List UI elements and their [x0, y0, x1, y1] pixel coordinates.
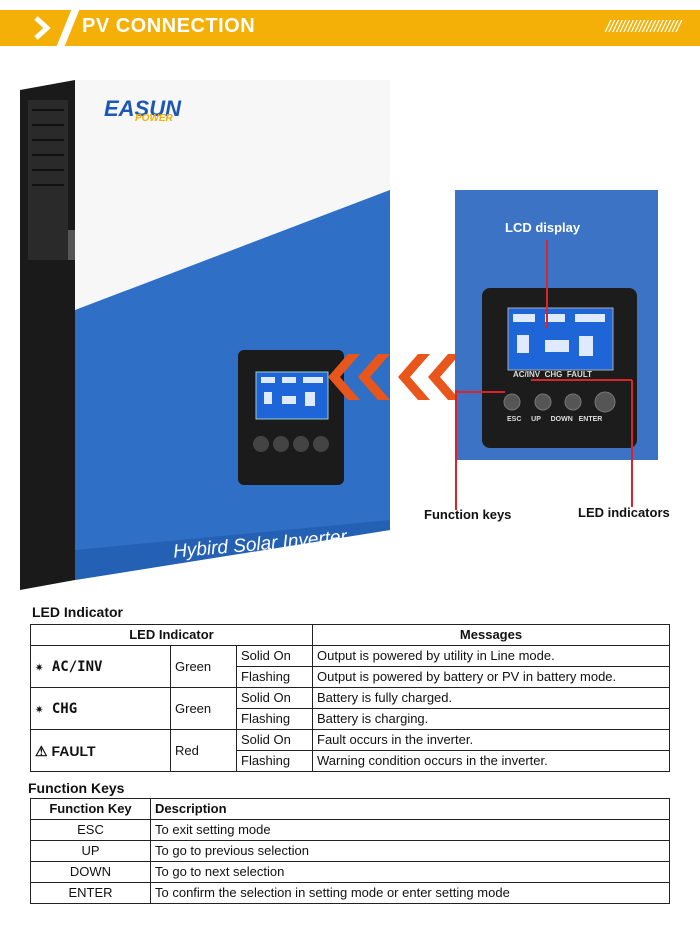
- page-title: PV CONNECTION: [82, 15, 256, 37]
- direction-arrows: [328, 354, 460, 400]
- led-state: Flashing: [236, 750, 313, 772]
- led-message: Battery is fully charged.: [312, 687, 670, 709]
- brand-logo: EASUN: [104, 96, 182, 121]
- led-state: Solid On: [236, 729, 313, 751]
- led-message: Battery is charging.: [312, 708, 670, 730]
- led-message: Output is powered by battery or PV in ba…: [312, 666, 670, 688]
- table-row: ⚠ FAULT Red Solid On Fault occurs in the…: [30, 729, 670, 772]
- inverter-illustration: [20, 80, 390, 590]
- function-description: To confirm the selection in setting mode…: [150, 882, 670, 904]
- led-indicators-callout: LED indicators: [578, 505, 670, 520]
- description-header: Description: [150, 798, 670, 820]
- led-message: Output is powered by utility in Line mod…: [312, 645, 670, 667]
- table-row: ✷ CHG Green Solid On Battery is fully ch…: [30, 687, 670, 730]
- zoom-led-labels: AC/INV CHG FAULT: [513, 370, 592, 379]
- table-row: ✷ AC/INV Green Solid On Output is powere…: [30, 645, 670, 688]
- led-header: LED Indicator: [30, 624, 313, 646]
- led-name-acinv: ✷ AC/INV: [30, 645, 171, 688]
- function-key: ESC: [30, 819, 151, 841]
- table-row: Flashing Warning condition occurs in the…: [31, 750, 670, 772]
- led-message: Warning condition occurs in the inverter…: [312, 750, 670, 772]
- led-state: Solid On: [236, 687, 313, 709]
- function-section-title: Function Keys: [28, 780, 125, 796]
- led-state: Flashing: [236, 708, 313, 730]
- brand-sub-logo: POWER: [135, 113, 173, 124]
- table-row: Flashing Output is powered by battery or…: [31, 666, 670, 688]
- led-color: Red: [170, 729, 237, 772]
- led-color: Green: [170, 687, 237, 730]
- function-key-header: Function Key: [30, 798, 151, 820]
- function-description: To go to previous selection: [150, 840, 670, 862]
- table-row: DOWN To go to next selection: [30, 861, 670, 883]
- function-description: To go to next selection: [150, 861, 670, 883]
- display-zoom-graphic: [455, 240, 637, 510]
- warning-triangle-icon: ⚠: [35, 742, 48, 759]
- table-row: ENTER To confirm the selection in settin…: [30, 882, 670, 904]
- function-key: UP: [30, 840, 151, 862]
- led-section-title: LED Indicator: [32, 604, 124, 620]
- led-state: Solid On: [236, 645, 313, 667]
- table-row: ESC To exit setting mode: [30, 819, 670, 841]
- table-header-row: LED Indicator Messages: [30, 624, 670, 646]
- display-zoom-panel: LCD display AC/INV CHG FAULT ESC UP DOWN…: [455, 190, 658, 510]
- led-indicator-table: LED Indicator Messages ✷ AC/INV Green So…: [30, 624, 670, 772]
- sun-icon: ✷: [35, 658, 44, 675]
- table-row: Flashing Battery is charging.: [31, 708, 670, 730]
- function-key: DOWN: [30, 861, 151, 883]
- led-message: Fault occurs in the inverter.: [312, 729, 670, 751]
- led-name-chg: ✷ CHG: [30, 687, 171, 730]
- function-description: To exit setting mode: [150, 819, 670, 841]
- function-keys-table: Function Key Description ESC To exit set…: [30, 798, 670, 904]
- function-keys-line: [455, 390, 457, 510]
- function-keys-callout: Function keys: [424, 507, 512, 522]
- table-row: UP To go to previous selection: [30, 840, 670, 862]
- header-banner: PV CONNECTION ////////////////////: [0, 10, 700, 46]
- messages-header: Messages: [312, 624, 670, 646]
- sun-icon: ✷: [35, 700, 44, 717]
- table-header-row: Function Key Description: [30, 798, 670, 820]
- led-line: [631, 380, 633, 507]
- banner-divider: [56, 10, 80, 46]
- led-color: Green: [170, 645, 237, 688]
- led-name-fault: ⚠ FAULT: [30, 729, 171, 772]
- banner-decoration: ////////////////////: [605, 17, 681, 36]
- led-state: Flashing: [236, 666, 313, 688]
- lcd-callout: LCD display: [505, 220, 581, 235]
- chevron-right-icon: [34, 16, 51, 40]
- zoom-key-labels: ESC UP DOWN ENTER: [507, 416, 603, 423]
- function-key: ENTER: [30, 882, 151, 904]
